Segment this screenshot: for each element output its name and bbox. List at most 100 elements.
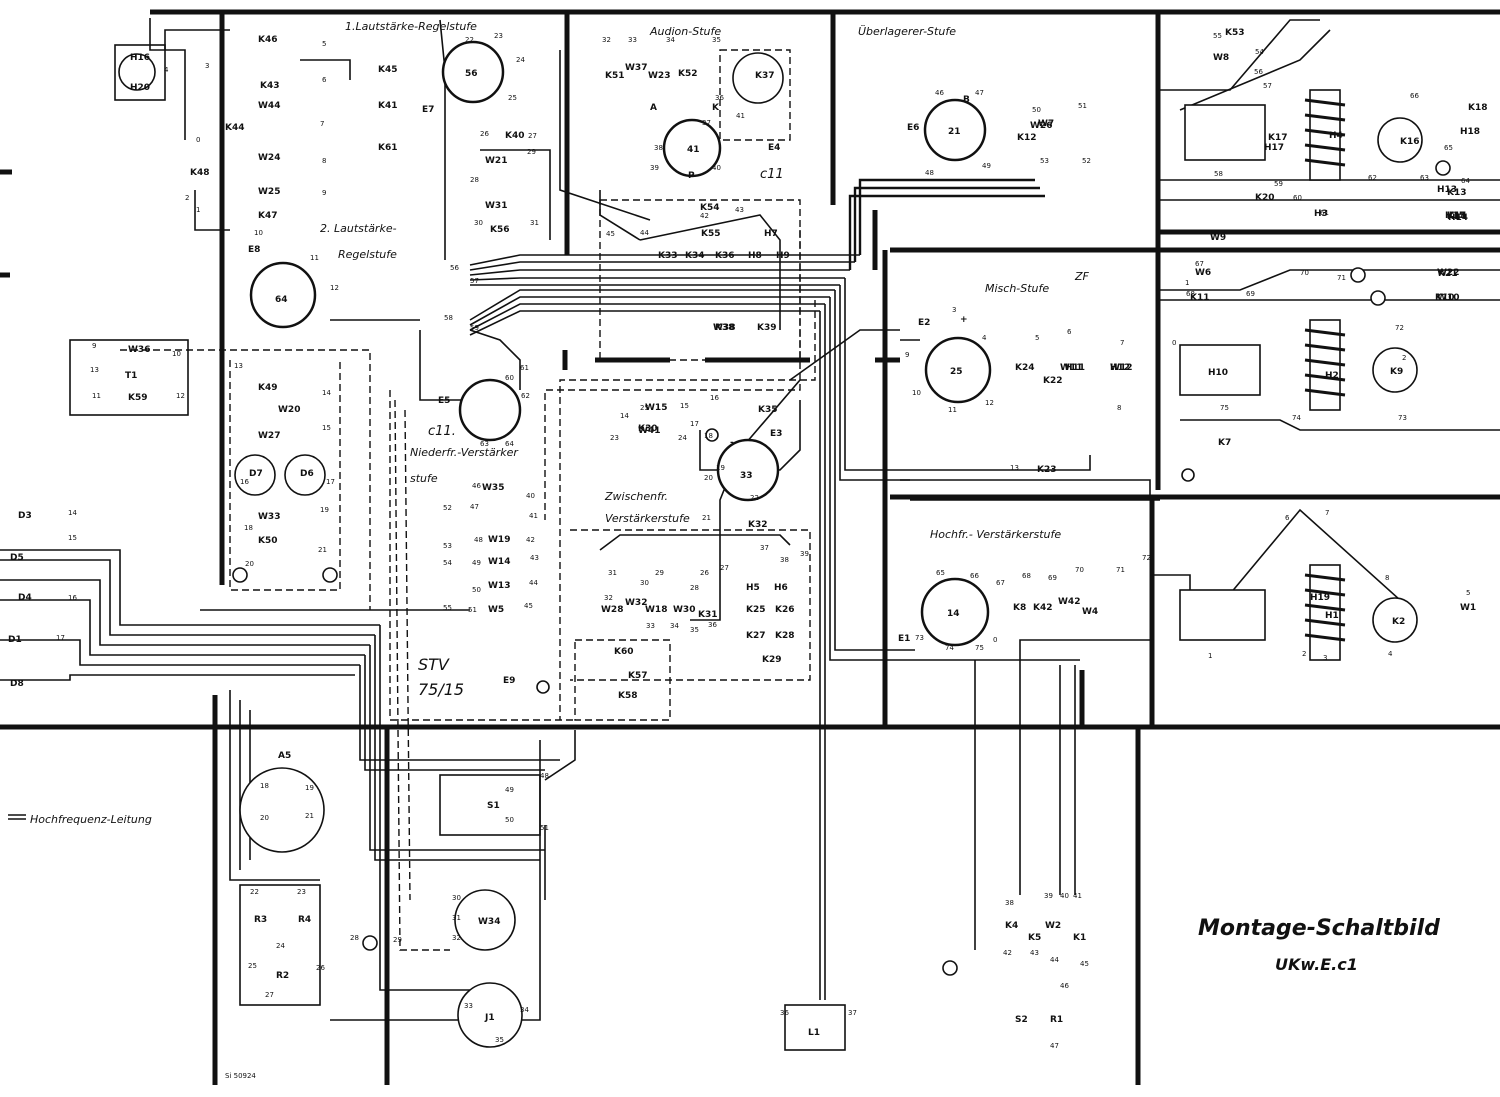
label-s1: S1 (487, 801, 500, 811)
svg-text:21: 21 (948, 127, 961, 137)
label-e8: E8 (248, 245, 260, 255)
pin-number: 4 (164, 66, 169, 74)
label-d5: D5 (10, 553, 24, 563)
label-h5: H5 (746, 583, 760, 593)
pin-number: 15 (68, 534, 77, 542)
pin-number: 60 (505, 374, 514, 382)
label-h11: H11 (1065, 363, 1085, 373)
label-r2: R2 (276, 971, 289, 981)
pin-number: 39 (650, 164, 659, 172)
label-d8: D8 (10, 679, 24, 689)
label-w44: W44 (258, 101, 280, 111)
pin-number: 45 (1080, 960, 1089, 968)
pin-number: 10 (254, 229, 263, 237)
pin-number: 36 (708, 621, 717, 629)
pin-number: 54 (443, 559, 452, 567)
pin-number: 48 (540, 772, 549, 780)
pin-number: 38 (780, 556, 789, 564)
label-k52: K52 (678, 69, 698, 79)
pin-number: 0 (993, 636, 997, 644)
pin-number: 10 (172, 350, 181, 358)
pin-number: 4 (1388, 650, 1393, 658)
svg-text:33: 33 (740, 471, 753, 481)
label-e7: E7 (422, 105, 434, 115)
label-w21: W21 (485, 156, 507, 166)
label-k18: K18 (1468, 103, 1488, 113)
label-j1: J1 (484, 1013, 495, 1023)
stage-hf: Hochfr.- Verstärkerstufe (930, 528, 1061, 541)
pin-number: 63 (480, 440, 489, 448)
stage-ueberlagerer: Überlagerer-Stufe (858, 25, 956, 38)
electrode-mark: K (712, 103, 720, 113)
label-w6: W6 (1195, 268, 1211, 278)
pin-number: 32 (452, 934, 461, 942)
pin-number: 40 (1060, 892, 1069, 900)
pin-number: 19 (305, 784, 314, 792)
pin-number: 25 (640, 404, 649, 412)
label-k41: K41 (378, 101, 398, 111)
pin-number: 48 (925, 169, 934, 177)
label-k44: K44 (225, 123, 245, 133)
pin-number: 34 (666, 36, 675, 44)
pin-number: 55 (443, 604, 452, 612)
stage-zf-l2: Verstärkerstufe (605, 512, 690, 525)
label-e6: E6 (907, 123, 919, 133)
pin-number: 13 (1010, 464, 1019, 472)
pin-number: 11 (92, 392, 101, 400)
pin-number: 14 (620, 412, 629, 420)
pin-number: 20 (704, 474, 713, 482)
pin-number: 5 (1035, 334, 1039, 342)
tube-e6: 21 (923, 98, 987, 162)
pin-number: 31 (452, 914, 461, 922)
pin-number: 5 (1466, 589, 1470, 597)
pin-number: 74 (945, 644, 954, 652)
label-k56: K56 (490, 225, 510, 235)
pin-number: 18 (704, 432, 713, 440)
label-w12: W12 (1110, 363, 1132, 373)
pin-number: 26 (480, 130, 489, 138)
pin-number: 8 (1385, 574, 1389, 582)
pin-number: 42 (526, 536, 535, 544)
pin-number: 27 (265, 991, 274, 999)
pin-number: 1 (196, 206, 200, 214)
pin-number: 61 (520, 364, 529, 372)
pin-number: 71 (1337, 274, 1346, 282)
coils (1179, 89, 1423, 661)
label-k58: K58 (618, 691, 638, 701)
pin-number: 33 (464, 1002, 473, 1010)
stage-misch: Misch-Stufe (985, 282, 1049, 295)
pin-number: 5 (322, 40, 326, 48)
pin-number: 18 (244, 524, 253, 532)
pin-number: 15 (680, 402, 689, 410)
label-w4: W4 (1082, 607, 1098, 617)
pin-number: 30 (452, 894, 461, 902)
label-w41: W41 (638, 426, 660, 436)
note-e4: c11 (760, 167, 784, 182)
label-e9: E9 (503, 676, 515, 686)
pin-number: 40 (712, 164, 721, 172)
label-k27: K27 (746, 631, 766, 641)
pin-number: 0 (1172, 339, 1176, 347)
label-k11: K11 (1190, 293, 1210, 303)
pin-number: 31 (608, 569, 617, 577)
pin-number: 20 (260, 814, 269, 822)
pin-number: 52 (443, 504, 452, 512)
pin-number: 30 (474, 219, 483, 227)
pin-number: 32 (602, 36, 611, 44)
diagram-title: Montage-Schaltbild (1198, 916, 1440, 941)
pin-number: 59 (1274, 180, 1283, 188)
pin-number: 66 (1410, 92, 1419, 100)
pin-number: 60 (1293, 194, 1302, 202)
label-w42: W42 (1058, 597, 1080, 607)
pin-number: 7 (1325, 509, 1329, 517)
pin-number: 18 (260, 782, 269, 790)
pin-number: 20 (245, 560, 254, 568)
pin-number: 49 (982, 162, 991, 170)
pin-number: 15 (322, 424, 331, 432)
label-k14: K14 (1447, 212, 1467, 222)
label-k55: K55 (701, 229, 721, 239)
pin-number: 14 (322, 389, 331, 397)
label-k21: K21 (1438, 269, 1458, 279)
label-w27: W27 (258, 431, 280, 441)
